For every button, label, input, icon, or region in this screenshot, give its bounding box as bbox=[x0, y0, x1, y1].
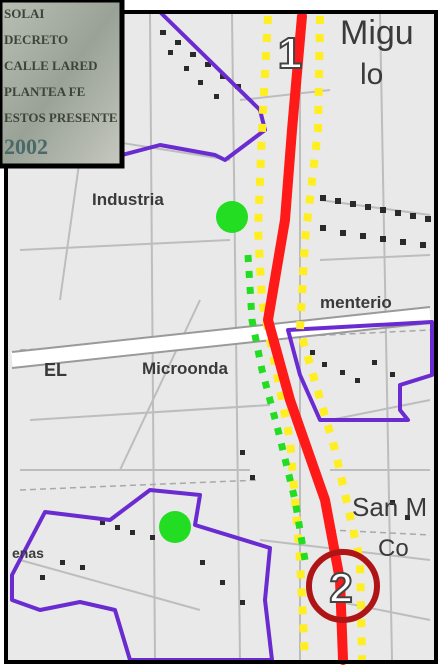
label-top-right: Migu bbox=[340, 14, 414, 52]
marker-1[interactable]: 1 bbox=[277, 28, 303, 79]
highway-band bbox=[11, 306, 431, 369]
marker-2[interactable]: 2 bbox=[306, 549, 380, 623]
boundary-north bbox=[121, 10, 267, 162]
yellow-corridor bbox=[253, 15, 366, 661]
label-industria: Industria bbox=[92, 190, 164, 209]
building-blocks bbox=[40, 30, 431, 605]
label-microondas: Microonda bbox=[142, 359, 228, 378]
svg-text:SOLAI: SOLAI bbox=[4, 6, 44, 21]
label-el: EL bbox=[44, 360, 67, 380]
marker-2-ring bbox=[306, 549, 380, 623]
label-san-m: San M bbox=[352, 492, 427, 522]
marker-2-label: 2 bbox=[329, 564, 352, 611]
green-path bbox=[244, 254, 309, 561]
svg-text:ESTOS PRESENTE: ESTOS PRESENTE bbox=[4, 110, 118, 125]
inset-photo[interactable]: SOLAI DECRETO CALLE LARED PLANTEA FE EST… bbox=[0, 0, 125, 169]
green-point-north[interactable] bbox=[216, 201, 248, 233]
red-route bbox=[263, 11, 348, 665]
boundary-southwest bbox=[10, 488, 274, 662]
label-top-right-second: lo bbox=[360, 58, 383, 91]
boundary-east bbox=[286, 320, 434, 422]
svg-text:CALLE LARED: CALLE LARED bbox=[4, 58, 98, 73]
svg-text:PLANTEA FE: PLANTEA FE bbox=[4, 84, 85, 99]
green-point-south[interactable] bbox=[159, 511, 191, 543]
svg-text:2002: 2002 bbox=[4, 134, 48, 159]
map-frame-border bbox=[4, 10, 438, 664]
label-co: Co bbox=[378, 535, 409, 562]
marker-1-label: 1 bbox=[278, 29, 302, 78]
label-cementerio: menterio bbox=[320, 293, 392, 312]
boundary-lines bbox=[10, 10, 434, 662]
inset-text: SOLAI DECRETO CALLE LARED PLANTEA FE EST… bbox=[4, 6, 118, 159]
svg-text:DECRETO: DECRETO bbox=[4, 32, 68, 47]
inset-background bbox=[0, 0, 122, 166]
inset-border bbox=[0, 0, 125, 169]
label-bottom-left: enas bbox=[12, 545, 44, 561]
